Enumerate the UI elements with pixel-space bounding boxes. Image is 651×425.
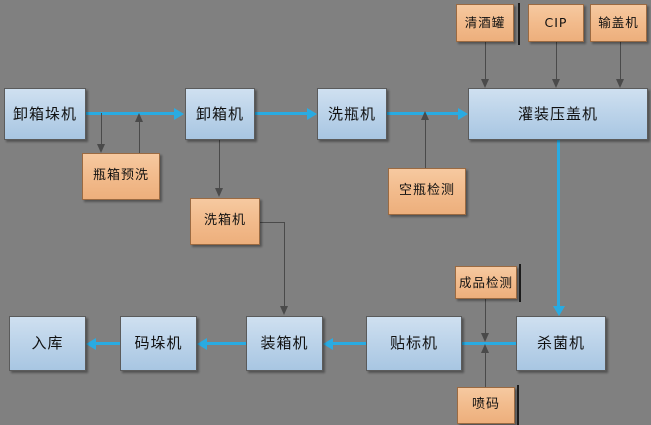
node-caser-label: 装箱机	[260, 334, 309, 353]
node-uncaser[interactable]: 卸箱机	[185, 88, 255, 140]
edge-uncaser-to-bottlewasher	[255, 112, 307, 115]
arrowhead-labeler-to-caser	[323, 337, 333, 350]
node-empty-bottle-inspection-label: 空瓶检测	[398, 183, 455, 199]
arrowhead-brightbeertank-to-filler	[481, 79, 489, 88]
arrowhead-coder-to-mainline	[481, 344, 489, 353]
node-warehouse-in[interactable]: 入库	[9, 316, 86, 371]
node-labeler[interactable]: 贴标机	[366, 316, 462, 371]
arrowhead-palletizer-to-warehouse	[86, 337, 96, 350]
node-unstacker-label: 卸箱垛机	[12, 104, 77, 123]
node-filler-capper-label: 灌装压盖机	[517, 104, 598, 123]
edge-uncaser-to-casewasher	[219, 140, 220, 188]
node-cip[interactable]: CIP	[528, 4, 584, 42]
arrowhead-uncaser-to-bottlewasher	[307, 107, 317, 120]
node-unstacker[interactable]: 卸箱垛机	[4, 88, 86, 140]
node-caser[interactable]: 装箱机	[246, 316, 323, 371]
edge-palletizer-to-warehouse	[96, 342, 120, 345]
arrowhead-prewash-to-uncaser	[135, 113, 143, 122]
arrowhead-unstacker-to-uncaser	[174, 107, 184, 120]
edge-unstacker-to-uncaser	[86, 112, 174, 115]
node-palletizer-label: 码垛机	[134, 334, 183, 353]
node-pasteurizer-label: 杀菌机	[536, 334, 585, 353]
edge-labeler-to-caser	[333, 342, 366, 345]
node-cip-label: CIP	[544, 15, 568, 31]
edge-productinspect-to-mainline	[485, 299, 486, 336]
arrowhead-uncaser-to-casewasher	[215, 188, 223, 197]
separator-bar-brightbeertank	[518, 3, 520, 45]
node-cap-feeder-label: 输盖机	[598, 15, 639, 31]
arrowhead-bottlewasher-to-filler	[458, 107, 468, 120]
node-bottle-washer-label: 洗瓶机	[327, 104, 376, 123]
arrowhead-filler-to-pasteurizer	[552, 306, 565, 316]
separator-bar-productinspect	[519, 264, 521, 302]
edge-prewash-to-uncaser	[139, 122, 140, 153]
node-case-washer-label: 洗箱机	[203, 213, 246, 229]
edge-casewasher-to-caser-horizontal	[260, 222, 285, 223]
node-labeler-label: 贴标机	[389, 334, 438, 353]
edge-caser-to-palletizer	[207, 342, 246, 345]
node-filler-capper[interactable]: 灌装压盖机	[468, 88, 648, 140]
arrowhead-emptyinspect-to-mainline	[421, 111, 429, 120]
edge-brightbeertank-to-filler	[485, 42, 486, 79]
node-cap-feeder[interactable]: 输盖机	[590, 4, 647, 42]
node-bright-beer-tank[interactable]: 清酒罐	[456, 4, 514, 42]
arrowhead-capfeeder-to-filler	[616, 79, 624, 88]
separator-bar-coder	[517, 385, 519, 425]
node-bottle-case-prewash-label: 瓶箱预洗	[92, 168, 149, 184]
arrowhead-cip-to-filler	[552, 79, 560, 88]
node-bottle-washer[interactable]: 洗瓶机	[317, 88, 387, 140]
edge-pasteurizer-to-labeler	[412, 342, 516, 345]
edge-unstacker-to-prewash	[101, 113, 102, 144]
edge-cip-to-filler	[556, 42, 557, 79]
node-finished-product-inspection-label: 成品检测	[458, 274, 513, 290]
edge-emptyinspect-to-mainline	[425, 120, 426, 168]
node-case-washer[interactable]: 洗箱机	[190, 198, 260, 245]
node-inkjet-coder[interactable]: 喷码	[457, 387, 515, 424]
edge-coder-to-mainline	[485, 352, 486, 387]
edge-capfeeder-to-filler	[620, 42, 621, 79]
arrowhead-casewasher-to-caser	[280, 306, 288, 315]
node-pasteurizer[interactable]: 杀菌机	[516, 316, 606, 371]
node-uncaser-label: 卸箱机	[195, 104, 244, 123]
arrowhead-caser-to-palletizer	[197, 337, 207, 350]
node-empty-bottle-inspection[interactable]: 空瓶检测	[388, 168, 466, 215]
arrowhead-unstacker-to-prewash	[97, 144, 105, 153]
edge-casewasher-to-caser-vertical	[284, 222, 285, 306]
node-inkjet-coder-label: 喷码	[471, 397, 500, 413]
node-palletizer[interactable]: 码垛机	[120, 316, 197, 371]
node-bottle-case-prewash[interactable]: 瓶箱预洗	[82, 153, 160, 200]
node-finished-product-inspection[interactable]: 成品检测	[455, 266, 517, 299]
node-warehouse-in-label: 入库	[31, 334, 64, 353]
edge-filler-to-pasteurizer	[557, 140, 560, 306]
arrowhead-productinspect-to-mainline	[481, 333, 489, 342]
node-bright-beer-tank-label: 清酒罐	[464, 15, 506, 31]
